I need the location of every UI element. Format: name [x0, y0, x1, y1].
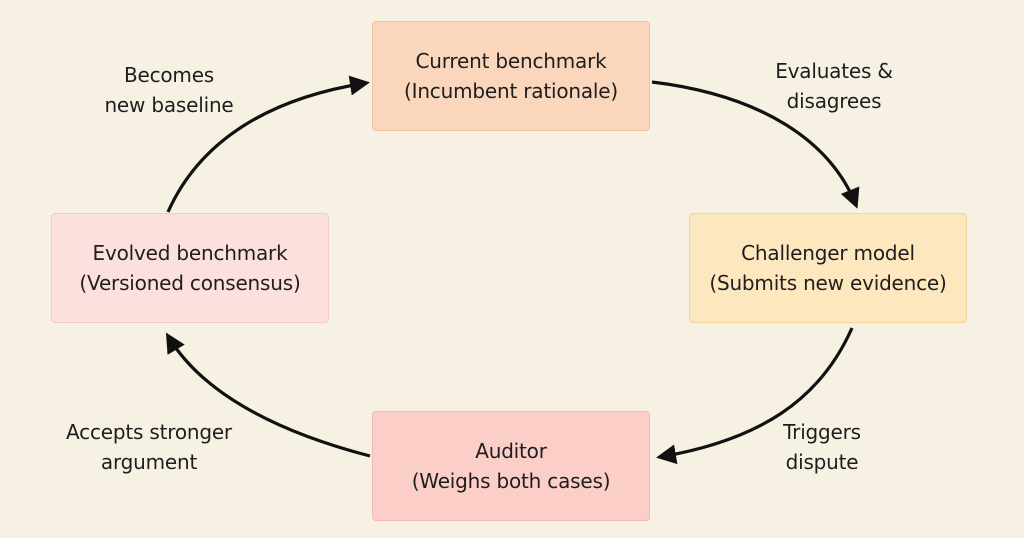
node-current-benchmark-title: Current benchmark	[415, 49, 607, 73]
node-challenger-model-title: Challenger model	[741, 241, 915, 265]
node-auditor-title: Auditor	[475, 439, 547, 463]
edge-label-triggers-line2: dispute	[785, 450, 859, 474]
edge-label-triggers: Triggers dispute	[752, 417, 892, 477]
edge-label-accepts-line2: argument	[100, 450, 198, 474]
node-evolved-benchmark: Evolved benchmark (Versioned consensus)	[51, 213, 329, 323]
arrow-current-to-challenger	[651, 80, 860, 209]
node-current-benchmark: Current benchmark (Incumbent rationale)	[372, 21, 650, 131]
edge-label-becomes-line1: Becomes	[123, 63, 215, 87]
edge-label-accepts-line1: Accepts stronger	[66, 420, 232, 444]
edge-label-evaluates: Evaluates & disagrees	[750, 56, 918, 116]
arrow-auditor-to-evolved	[165, 332, 371, 458]
node-auditor-subtitle: (Weighs both cases)	[411, 469, 611, 493]
edge-label-accepts: Accepts stronger argument	[40, 417, 258, 477]
edge-label-triggers-line1: Triggers	[783, 420, 861, 444]
node-evolved-benchmark-subtitle: (Versioned consensus)	[79, 271, 301, 295]
node-evolved-benchmark-title: Evolved benchmark	[92, 241, 288, 265]
edge-label-evaluates-line1: Evaluates &	[775, 59, 893, 83]
edge-label-evaluates-line2: disagrees	[786, 89, 882, 113]
node-challenger-model: Challenger model (Submits new evidence)	[689, 213, 967, 323]
arrow-evolved-to-current	[166, 75, 370, 213]
arrow-challenger-to-auditor	[656, 327, 854, 465]
node-challenger-model-subtitle: (Submits new evidence)	[709, 271, 947, 295]
node-current-benchmark-subtitle: (Incumbent rationale)	[404, 79, 618, 103]
edge-label-becomes-line2: new baseline	[104, 93, 234, 117]
edge-label-becomes: Becomes new baseline	[84, 60, 254, 120]
node-auditor: Auditor (Weighs both cases)	[372, 411, 650, 521]
